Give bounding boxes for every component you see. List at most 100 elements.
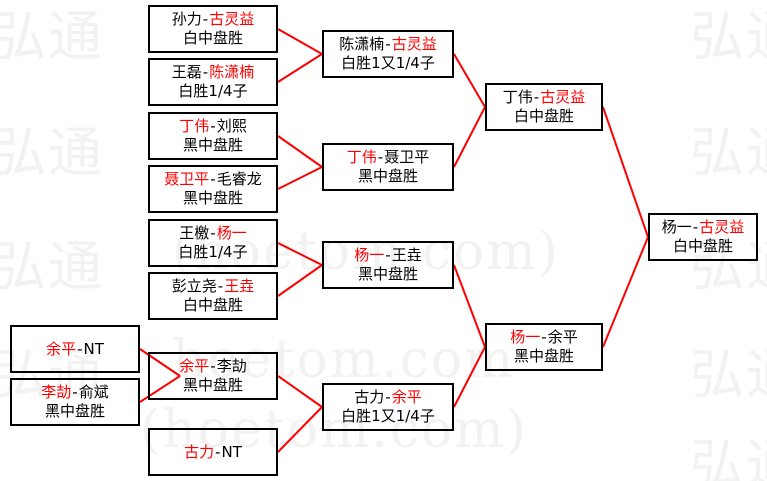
match-box[interactable]: 杨一-古灵益白中盘胜 bbox=[648, 213, 758, 261]
player-separator: - bbox=[385, 246, 391, 265]
connector-line bbox=[453, 264, 486, 348]
watermark-text: 弘通 bbox=[0, 5, 104, 68]
match-result: 白胜1又1/4子 bbox=[341, 407, 435, 425]
match-players: 丁伟-刘熙 bbox=[179, 117, 246, 136]
player-right: NT bbox=[221, 442, 242, 461]
match-result: 白中盘胜 bbox=[182, 296, 243, 314]
connector-line bbox=[277, 28, 323, 55]
watermark-text: 弘通 bbox=[690, 5, 767, 68]
player-left: 古力 bbox=[184, 442, 215, 461]
match-box[interactable]: 陈潇楠-古灵益白胜1又1/4子 bbox=[322, 30, 454, 78]
player-right: 刘熙 bbox=[216, 117, 247, 136]
player-left: 丁伟 bbox=[502, 88, 533, 107]
match-box[interactable]: 丁伟-刘熙黑中盘胜 bbox=[148, 112, 278, 160]
match-result: 黑中盘胜 bbox=[182, 376, 243, 394]
match-players: 陈潇楠-古灵益 bbox=[339, 35, 436, 54]
match-result: 白中盘胜 bbox=[182, 29, 243, 47]
player-left: 余平 bbox=[179, 357, 210, 376]
player-left: 聂卫平 bbox=[164, 170, 210, 189]
player-separator: - bbox=[385, 35, 391, 54]
watermark-text: 弘通 bbox=[690, 433, 767, 481]
match-box[interactable]: 古力-余平白胜1又1/4子 bbox=[322, 383, 454, 431]
match-result: 白中盘胜 bbox=[672, 237, 733, 255]
player-separator: - bbox=[217, 277, 224, 296]
match-result: 黑中盘胜 bbox=[44, 402, 105, 420]
player-right: 俞斌 bbox=[78, 383, 109, 402]
player-separator: - bbox=[541, 328, 547, 347]
match-box[interactable]: 李劼-俞斌黑中盘胜 bbox=[10, 378, 140, 426]
player-right: 古灵益 bbox=[391, 35, 437, 54]
match-players: 余平-李劼 bbox=[179, 357, 246, 376]
match-result: 白胜1又1/4子 bbox=[341, 54, 435, 72]
connector-line bbox=[277, 375, 323, 408]
match-players: 古力-NT bbox=[184, 443, 242, 462]
player-left: 陈潇楠 bbox=[339, 35, 385, 54]
connector-line bbox=[277, 166, 323, 190]
match-box[interactable]: 王磊-陈潇楠白胜1/4子 bbox=[148, 58, 278, 106]
player-separator: - bbox=[210, 357, 216, 376]
match-box[interactable]: 杨一-余平黑中盘胜 bbox=[485, 323, 603, 371]
connector-line bbox=[453, 106, 486, 168]
match-players: 古力-余平 bbox=[354, 388, 421, 407]
match-result: 黑中盘胜 bbox=[357, 167, 418, 185]
match-box[interactable]: 余平-NT bbox=[10, 325, 140, 373]
match-players: 王檄-杨一 bbox=[179, 224, 246, 243]
match-box[interactable]: 丁伟-古灵益白中盘胜 bbox=[485, 83, 603, 131]
player-right: 余平 bbox=[547, 328, 578, 347]
match-players: 丁伟-古灵益 bbox=[503, 88, 585, 107]
player-right: 毛睿龙 bbox=[216, 170, 262, 189]
match-players: 余平-NT bbox=[46, 340, 104, 359]
player-right: 杨一 bbox=[216, 224, 247, 243]
watermark-text: 弘通 bbox=[690, 343, 767, 406]
match-result: 白胜1/4子 bbox=[178, 82, 248, 100]
match-players: 丁伟-聂卫平 bbox=[347, 148, 429, 167]
player-separator: - bbox=[377, 148, 384, 167]
player-left: 杨一 bbox=[354, 246, 385, 265]
match-players: 彭立尧-王垚 bbox=[172, 277, 254, 296]
watermark-text: 弘通 bbox=[0, 121, 104, 184]
match-box[interactable]: 古力-NT bbox=[148, 428, 278, 476]
connector-line bbox=[277, 53, 323, 83]
match-players: 李劼-俞斌 bbox=[41, 383, 108, 402]
match-box[interactable]: 余平-李劼黑中盘胜 bbox=[148, 352, 278, 400]
connector-line bbox=[277, 242, 323, 266]
match-result: 黑中盘胜 bbox=[513, 347, 574, 365]
player-left: 彭立尧 bbox=[171, 277, 217, 296]
player-left: 杨一 bbox=[661, 218, 692, 237]
match-box[interactable]: 王檄-杨一白胜1/4子 bbox=[148, 219, 278, 267]
player-separator: - bbox=[533, 88, 540, 107]
match-box[interactable]: 聂卫平-毛睿龙黑中盘胜 bbox=[148, 165, 278, 213]
player-left: 王檄 bbox=[179, 224, 210, 243]
match-box[interactable]: 丁伟-聂卫平黑中盘胜 bbox=[322, 143, 454, 191]
connector-line bbox=[453, 53, 486, 108]
player-left: 古力 bbox=[354, 388, 385, 407]
match-players: 王磊-陈潇楠 bbox=[172, 63, 254, 82]
player-right: 王垚 bbox=[391, 246, 422, 265]
player-right: 聂卫平 bbox=[384, 148, 430, 167]
player-right: 古灵益 bbox=[540, 88, 586, 107]
player-right: 古灵益 bbox=[209, 10, 255, 29]
connector-line bbox=[602, 106, 649, 238]
match-result: 白中盘胜 bbox=[513, 107, 574, 125]
player-separator: - bbox=[210, 117, 216, 136]
match-box[interactable]: 彭立尧-王垚白中盘胜 bbox=[148, 272, 278, 320]
player-left: 丁伟 bbox=[346, 148, 377, 167]
match-box[interactable]: 杨一-王垚黑中盘胜 bbox=[322, 241, 454, 289]
match-result: 黑中盘胜 bbox=[182, 189, 243, 207]
player-right: 余平 bbox=[391, 388, 422, 407]
player-separator: - bbox=[385, 388, 391, 407]
player-separator: - bbox=[72, 383, 78, 402]
connector-line bbox=[453, 346, 486, 408]
connector-line bbox=[602, 236, 649, 348]
player-right: 王垚 bbox=[224, 277, 255, 296]
player-right: NT bbox=[83, 339, 104, 358]
match-box[interactable]: 孙力-古灵益白中盘胜 bbox=[148, 5, 278, 53]
player-left: 杨一 bbox=[510, 328, 541, 347]
player-right: 古灵益 bbox=[699, 218, 745, 237]
player-left: 孙力 bbox=[171, 10, 202, 29]
player-left: 李劼 bbox=[41, 383, 72, 402]
connector-line bbox=[277, 135, 323, 168]
player-separator: - bbox=[77, 339, 83, 358]
match-players: 聂卫平-毛睿龙 bbox=[164, 170, 261, 189]
